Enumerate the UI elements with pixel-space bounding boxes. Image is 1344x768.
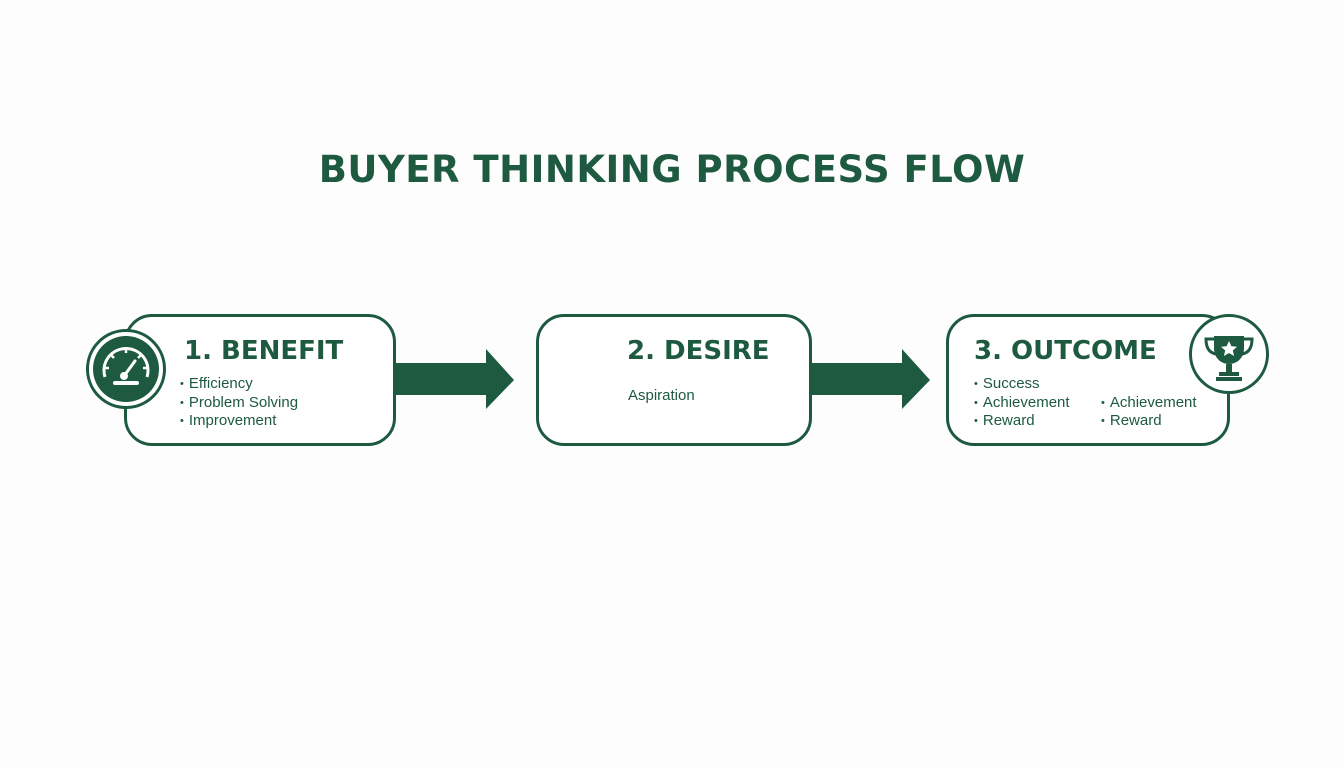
- arrow-right-icon: [810, 349, 930, 409]
- benefit-badge: [86, 329, 166, 409]
- arrow-right-icon: [394, 349, 514, 409]
- trophy-icon: [1204, 336, 1254, 381]
- desire-text: Aspiration: [628, 387, 695, 404]
- list-item: Achievement: [974, 394, 1070, 413]
- list-item: Success: [974, 375, 1070, 394]
- page-title: BUYER THINKING PROCESS FLOW: [318, 148, 1026, 191]
- outcome-list-right: Achievement Reward: [1101, 394, 1197, 431]
- step-benefit-heading: 1. BENEFIT: [184, 336, 344, 366]
- step-desire-box: [536, 314, 812, 446]
- step-outcome-heading: 3. OUTCOME: [974, 336, 1157, 366]
- benefit-list: Efficiency Problem Solving Improvement: [180, 375, 298, 431]
- speedometer-icon: [93, 336, 159, 402]
- outcome-list-left: Success Achievement Reward: [974, 375, 1070, 431]
- step-desire-heading: 2. DESIRE: [627, 336, 770, 366]
- outcome-badge: [1189, 314, 1269, 394]
- list-item: Improvement: [180, 412, 298, 431]
- list-item: Reward: [974, 412, 1070, 431]
- list-item: Reward: [1101, 412, 1197, 431]
- list-item: Achievement: [1101, 394, 1197, 413]
- list-item: Problem Solving: [180, 394, 298, 413]
- list-item: Efficiency: [180, 375, 298, 394]
